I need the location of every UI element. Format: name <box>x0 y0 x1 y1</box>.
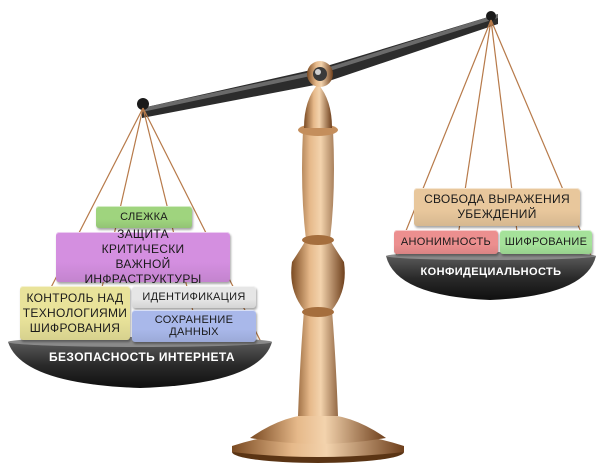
right-pan <box>386 252 596 300</box>
left-pan-label: БЕЗОПАСНОСТЬ ИНТЕРНЕТА <box>49 350 235 364</box>
item-encryption-control: КОНТРОЛЬ НАД ТЕХНОЛОГИЯМИ ШИФРОВАНИЯ <box>20 286 130 340</box>
scale-beam <box>137 11 498 118</box>
scale-column <box>291 84 345 416</box>
item-encryption: ШИФРОВАНИЕ <box>500 230 592 254</box>
item-surveillance: СЛЕЖКА <box>96 206 192 228</box>
scale-base <box>232 414 404 463</box>
item-freedom-of-expression: СВОБОДА ВЫРАЖЕНИЯ УБЕЖДЕНИЙ <box>414 188 580 226</box>
item-identification: ИДЕНТИФИКАЦИЯ <box>132 286 256 308</box>
right-pan-label: КОНФИДЕЦИАЛЬНОСТЬ <box>420 266 562 278</box>
item-data-retention: СОХРАНЕНИЕ ДАННЫХ <box>132 310 256 342</box>
item-anonymity: АНОНИМНОСТЬ <box>394 230 498 254</box>
item-critical-infrastructure: ЗАЩИТА КРИТИЧЕСКИ ВАЖНОЙ ИНФРАСТРУКТУРЫ <box>56 227 230 286</box>
